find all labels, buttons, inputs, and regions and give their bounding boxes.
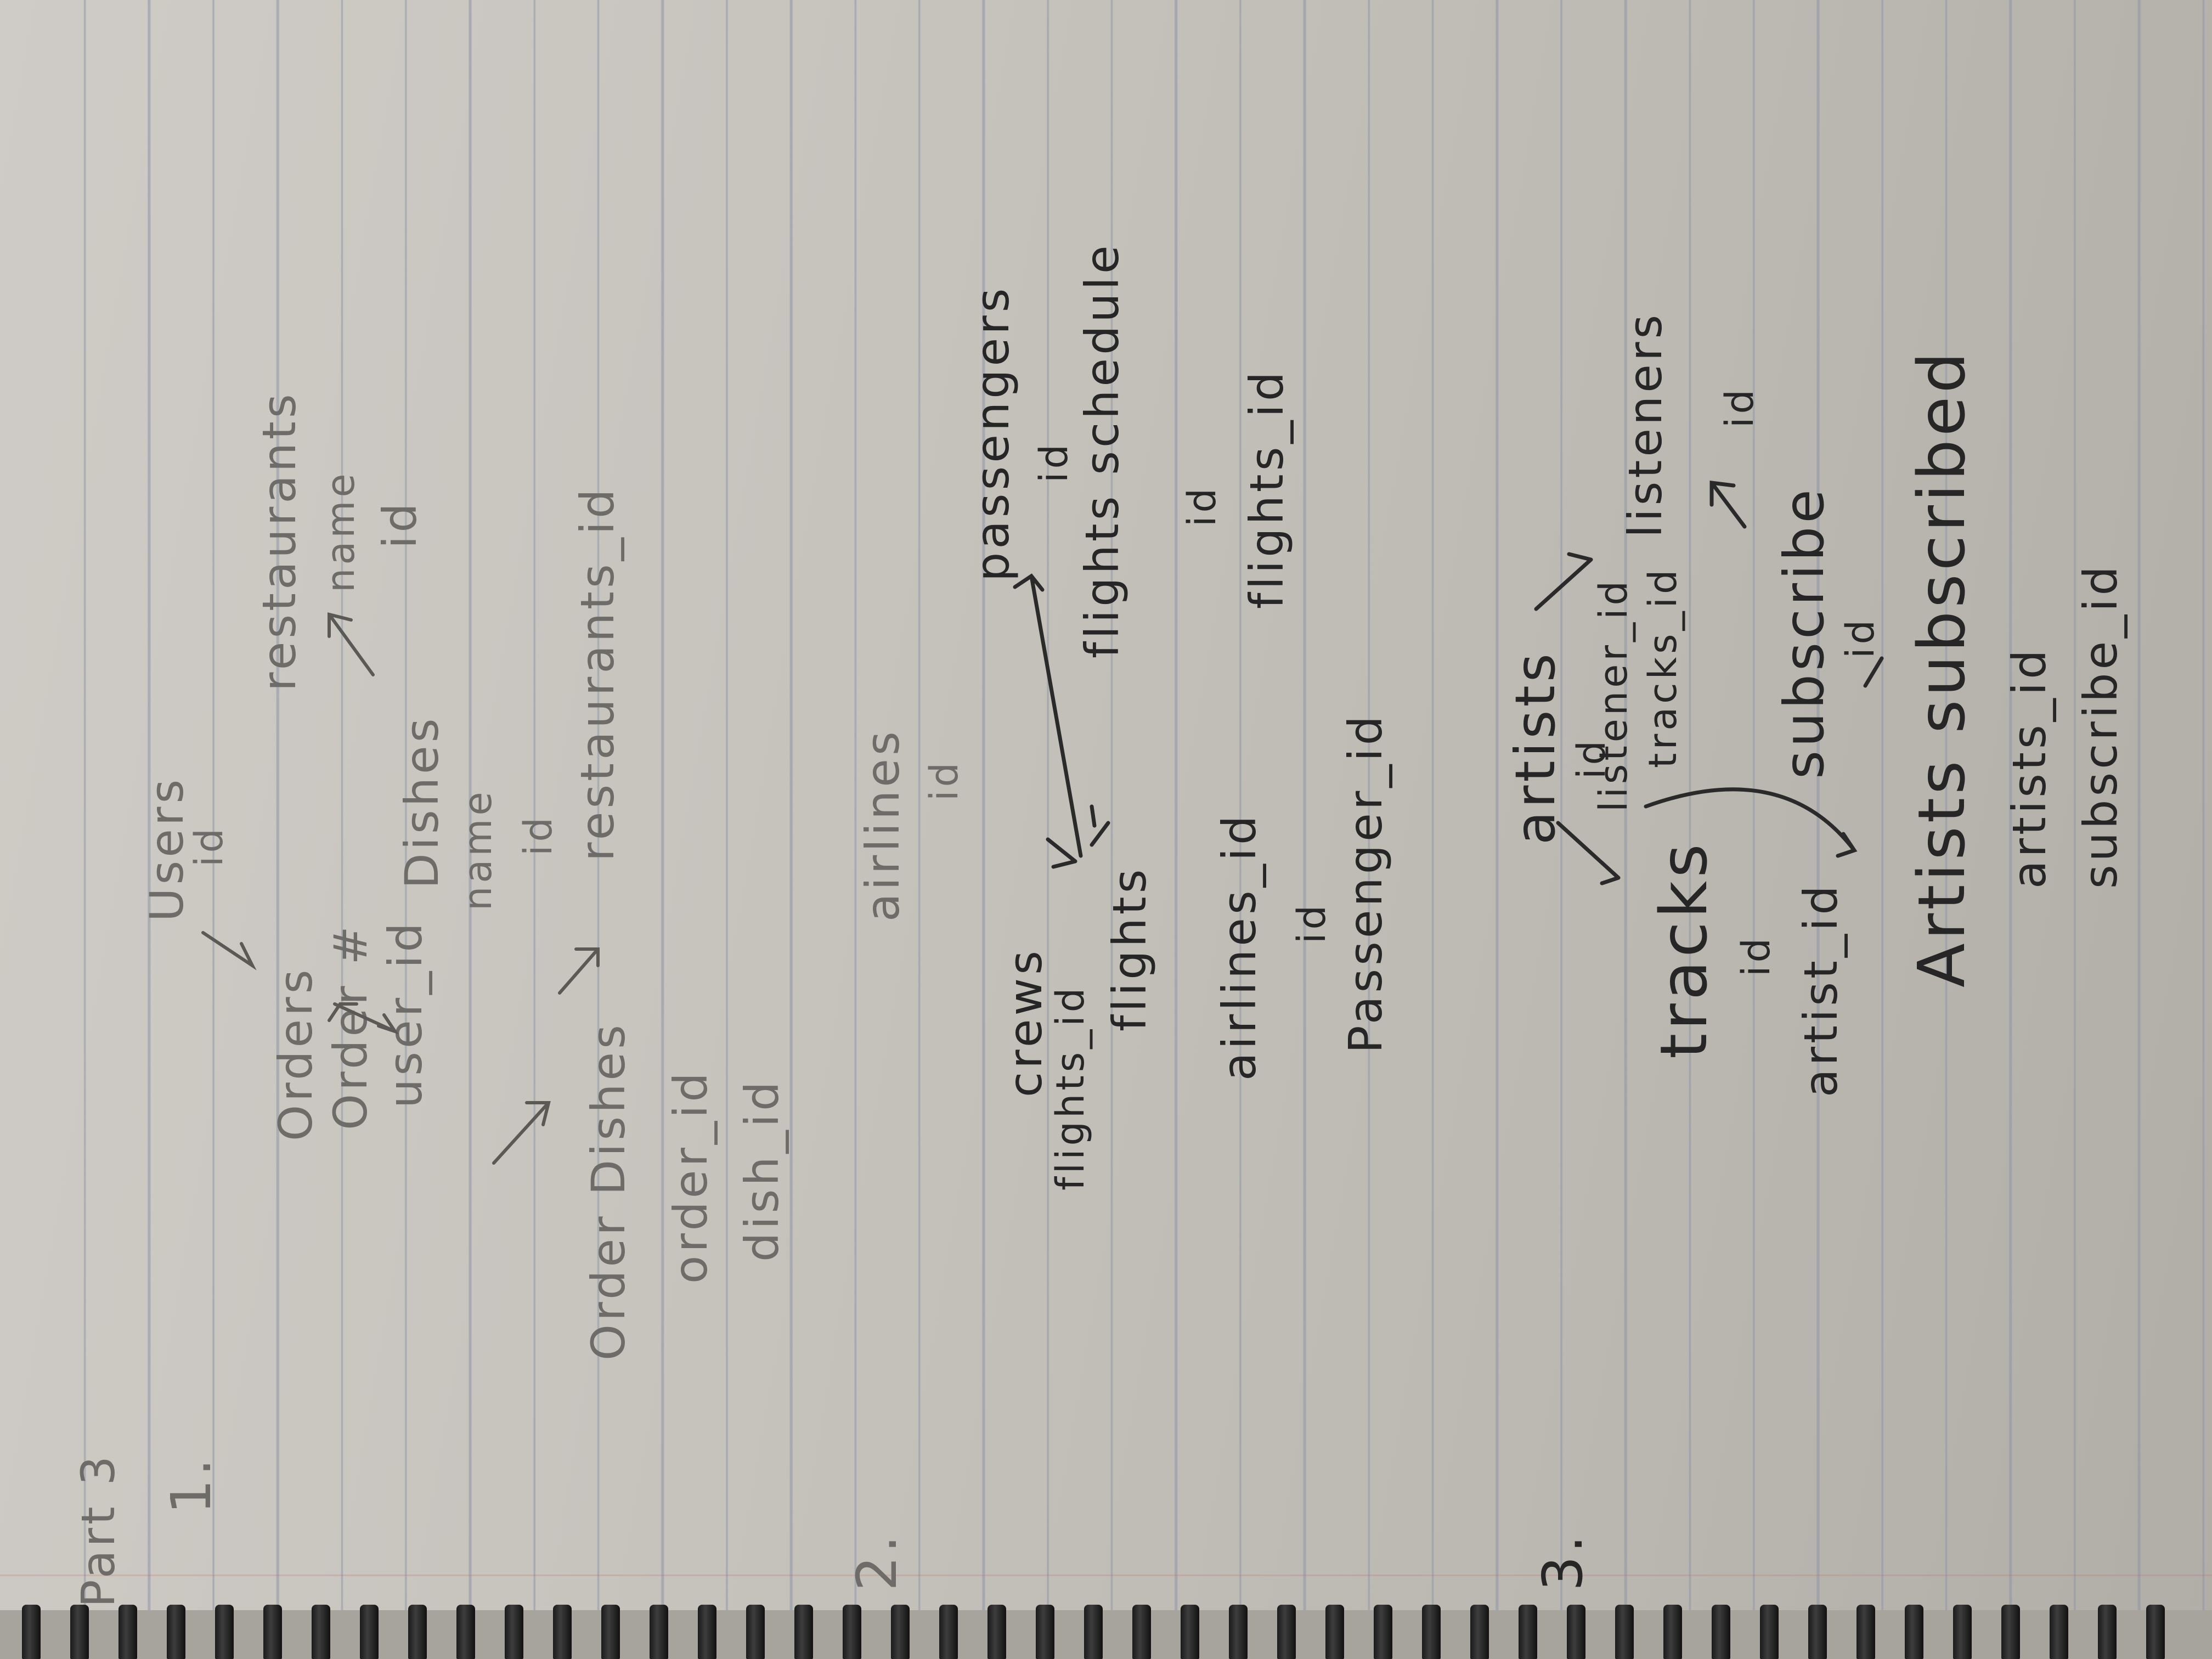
binding-ring [746,1605,765,1659]
arrow-users-orders [201,931,257,970]
binding-ring [2001,1605,2020,1659]
binding-ring [312,1605,330,1659]
binding-ring [939,1605,958,1659]
binding-ring [1905,1605,1923,1659]
binding-ring [1277,1605,1296,1659]
binding-ring [456,1605,475,1659]
arrow-artists-tracks [1556,821,1621,885]
binding-ring [601,1605,620,1659]
binding-ring [2146,1605,2165,1659]
binding-ring [1567,1605,1585,1659]
binding-ring [1760,1605,1779,1659]
binding-ring [2098,1605,2117,1659]
problem-2-arrows [1013,573,1110,869]
binding-ring [119,1605,137,1659]
binding-ring [2050,1605,2068,1659]
arrow-flights-schedule [1090,804,1110,847]
binding-ring [1808,1605,1827,1659]
binding-ring [1953,1605,1972,1659]
binding-ring [263,1605,282,1659]
binding-ring [1132,1605,1151,1659]
binding-ring [698,1605,716,1659]
ruled-paper [0,0,2212,1624]
margin-line [0,1575,2212,1576]
binding-ring [1084,1605,1103,1659]
arrow-listeners-subscribe [1709,481,1747,529]
binding-ring [1470,1605,1489,1659]
binding-ring [22,1605,41,1659]
arrow-dishes-orderdishes [558,947,600,995]
binding-ring [70,1605,89,1659]
arrow-airlines-flights [1046,837,1077,869]
arrow-flights-passengers [1013,573,1083,858]
problem-3-arrows [1534,481,1884,885]
binding-ring [360,1605,379,1659]
binding-ring [1181,1605,1199,1659]
binding-ring [1712,1605,1730,1659]
binding-ring [505,1605,523,1659]
binding-ring [1663,1605,1682,1659]
binding-ring [1857,1605,1875,1659]
arrow-subscribe-artists-subscribed [1863,656,1884,688]
binding-ring [1374,1605,1392,1659]
arrow-dishes-restaurants [328,612,375,676]
problem-1-arrows [201,612,600,1165]
binding-ring [1422,1605,1441,1659]
binding-ring [1325,1605,1344,1659]
arrow-orders-dishes [328,1002,399,1035]
binding-ring [1229,1605,1248,1659]
binding-ring [988,1605,1006,1659]
binding-ring [1519,1605,1537,1659]
arrow-tracks-artists-subscribed [1644,787,1858,858]
binding-ring [167,1605,185,1659]
binding-ring [1615,1605,1634,1659]
binding-ring [891,1605,910,1659]
binding-ring [408,1605,427,1659]
binding-ring [843,1605,861,1659]
binding-ring [553,1605,572,1659]
binding-ring [650,1605,668,1659]
arrow-artists-listeners [1534,552,1593,611]
arrow-orders-orderdishes [492,1101,551,1165]
binding-ring [794,1605,813,1659]
binding-ring [215,1605,234,1659]
binding-ring [1036,1605,1054,1659]
